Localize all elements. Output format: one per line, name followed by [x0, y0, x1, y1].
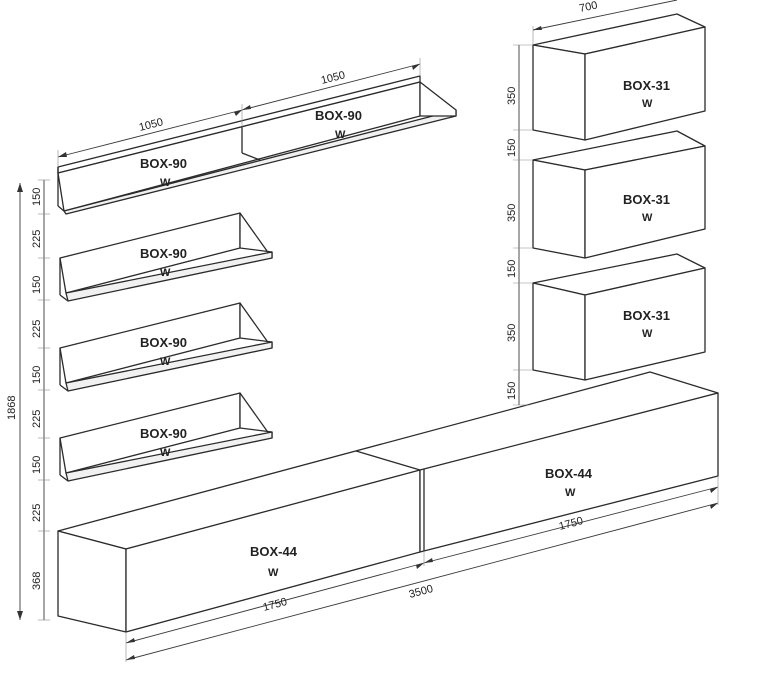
shelf-3	[59, 212, 273, 302]
dim-right-5: 350	[506, 324, 518, 342]
dim-left-7: 150	[31, 456, 43, 474]
dim-total-height	[17, 183, 23, 620]
dim-left-column	[38, 179, 50, 621]
cabinet-1-sub: W	[642, 98, 653, 110]
dim-tv-left-width: 1750	[262, 596, 289, 614]
dim-shelf-width	[57, 58, 421, 167]
shelf-2-label: BOX-90	[315, 108, 362, 123]
dim-left-6: 225	[31, 410, 43, 428]
cabinet-1-label: BOX-31	[623, 78, 670, 93]
tv-unit-left-sub: W	[268, 567, 279, 579]
dim-right-4: 150	[506, 260, 518, 278]
dim-cabinet-width	[532, 0, 678, 45]
dim-left-5: 150	[31, 366, 43, 384]
shelf-2-sub: W	[335, 129, 346, 141]
tv-unit	[57, 371, 719, 633]
dim-total-width: 3500	[408, 583, 435, 601]
shelf-5	[59, 392, 273, 482]
dim-right-6: 150	[506, 382, 518, 400]
dim-shelf-width-right: 1050	[320, 69, 347, 87]
wall-cabinet-1	[532, 13, 706, 141]
dim-left-4: 225	[31, 320, 43, 338]
top-shelf-pair	[57, 75, 457, 215]
dim-right-3: 350	[506, 204, 518, 222]
shelf-1-sub: W	[160, 177, 171, 189]
shelf-5-sub: W	[160, 447, 171, 459]
dim-left-9: 368	[31, 572, 43, 590]
dim-left-3: 150	[31, 276, 43, 294]
cabinet-2-sub: W	[642, 212, 653, 224]
cabinet-2-label: BOX-31	[623, 192, 670, 207]
shelf-3-sub: W	[160, 267, 171, 279]
dim-shelf-width-left: 1050	[138, 116, 165, 134]
shelf-4-sub: W	[160, 356, 171, 368]
wall-cabinet-2	[532, 130, 706, 259]
shelf-5-label: BOX-90	[140, 426, 187, 441]
tv-unit-left-label: BOX-44	[250, 544, 298, 559]
dim-left-2: 225	[31, 230, 43, 248]
dim-right-1: 350	[506, 87, 518, 105]
dim-right-column	[513, 44, 533, 406]
tv-unit-right-sub: W	[565, 487, 576, 499]
cabinet-3-sub: W	[642, 328, 653, 340]
tv-unit-right-label: BOX-44	[545, 466, 593, 481]
shelf-4-label: BOX-90	[140, 335, 187, 350]
cabinet-3-label: BOX-31	[623, 308, 670, 323]
shelf-4	[59, 302, 273, 392]
dim-tv-right-width: 1750	[558, 515, 585, 533]
dim-left-1: 150	[31, 188, 43, 206]
dim-total-height-value: 1868	[6, 396, 18, 420]
shelf-1-label: BOX-90	[140, 156, 187, 171]
shelf-3-label: BOX-90	[140, 246, 187, 261]
dim-left-8: 225	[31, 504, 43, 522]
dim-right-2: 150	[506, 139, 518, 157]
dim-tv-widths	[125, 476, 719, 662]
wall-cabinet-3	[532, 253, 706, 381]
dim-cabinet-width-value: 700	[578, 0, 598, 15]
